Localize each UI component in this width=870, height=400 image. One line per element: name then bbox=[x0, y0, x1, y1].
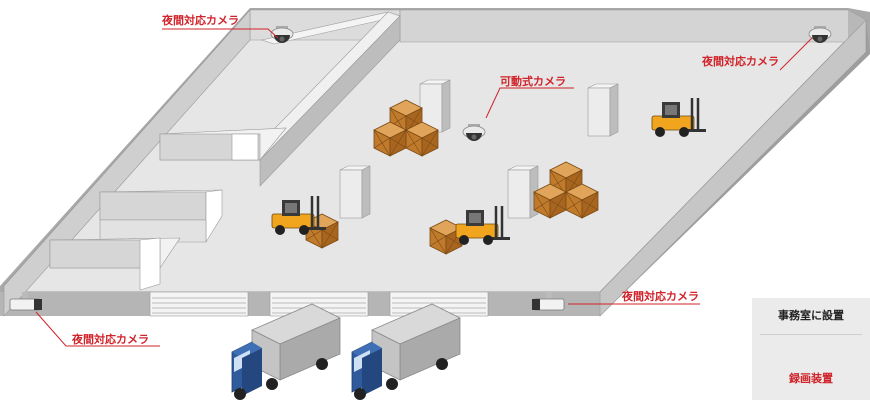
room-2-wall bbox=[99, 191, 207, 221]
truck bbox=[231, 303, 341, 400]
storage-rack bbox=[339, 165, 371, 219]
camera-label-top-right: 夜間対応カメラ bbox=[702, 55, 779, 68]
office-door bbox=[231, 133, 259, 161]
legend-title: 事務室に設置 bbox=[778, 309, 844, 322]
camera-label-center: 可動式カメラ bbox=[500, 75, 566, 88]
recorder-legend: 事務室に設置 録画装置 bbox=[752, 298, 870, 400]
camera-label-top-left: 夜間対応カメラ bbox=[162, 14, 239, 27]
dock-doors bbox=[149, 291, 489, 317]
camera-label-bottom-right: 夜間対応カメラ bbox=[622, 290, 699, 303]
camera-label-bottom-left: 夜間対応カメラ bbox=[72, 333, 149, 346]
right-wall bbox=[599, 19, 867, 317]
storage-rack bbox=[587, 83, 619, 137]
truck bbox=[351, 303, 461, 400]
room-3-door bbox=[139, 237, 161, 291]
legend-divider bbox=[760, 334, 862, 335]
recorder-caption: 録画装置 bbox=[789, 372, 833, 385]
partition-diagonal-side bbox=[259, 15, 401, 187]
callout-lines bbox=[35, 28, 813, 347]
